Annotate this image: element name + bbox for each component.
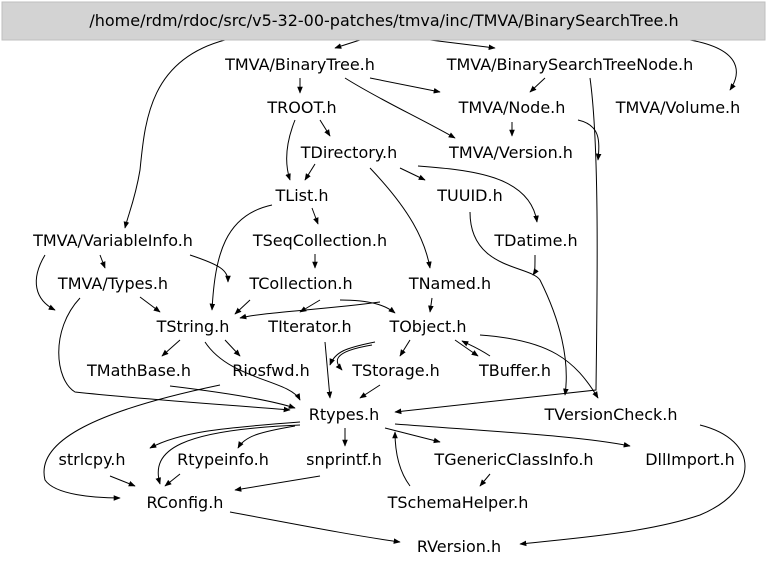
- node-bst-node[interactable]: TMVA/BinarySearchTreeNode.h: [446, 55, 694, 74]
- edge-versioncheck-rversion: [519, 424, 746, 547]
- node-tschemahelper[interactable]: TSchemaHelper.h: [387, 493, 529, 512]
- edge-troot-tlist: [285, 119, 296, 181]
- node-tmva-volume[interactable]: TMVA/Volume.h: [615, 98, 741, 117]
- edge-root-variableinfo: [123, 39, 226, 229]
- edge-titerator-rtypes: [324, 341, 333, 399]
- node-tmva-node[interactable]: TMVA/Node.h: [458, 98, 566, 117]
- edge-tnamed-tobject: [428, 297, 434, 313]
- edge-troot-tdirectory: [319, 119, 331, 137]
- node-root[interactable]: /home/rdm/rdoc/src/v5-32-00-patches/tmva…: [89, 11, 678, 30]
- edge-tstring-tmathbase: [161, 339, 181, 357]
- node-tversioncheck[interactable]: TVersionCheck.h: [543, 405, 677, 424]
- edge-root-bstnode: [429, 39, 496, 51]
- edge-tobject-tbuffer: [454, 339, 479, 357]
- edge-tdatime-rtypes: [532, 254, 539, 276]
- node-rconfig[interactable]: RConfig.h: [147, 493, 224, 512]
- node-variable-info[interactable]: TMVA/VariableInfo.h: [32, 231, 193, 250]
- edge-tdirectory-tuuid: [399, 167, 426, 181]
- edge-rtypes-tgci: [384, 427, 441, 444]
- edge-tstring-rtypes: [204, 341, 301, 401]
- node-tbuffer[interactable]: TBuffer.h: [478, 361, 551, 380]
- edge-tstring-riosfwd: [224, 339, 241, 357]
- edge-rtypes-rconfig: [155, 424, 301, 485]
- root-node-box: [1, 1, 766, 41]
- edges: [35, 39, 746, 547]
- node-tmva-types[interactable]: TMVA/Types.h: [57, 274, 168, 293]
- node-tgenericclassinfo[interactable]: TGenericClassInfo.h: [433, 450, 593, 469]
- edge-binarytree-version: [344, 77, 456, 139]
- edge-root-volume: [689, 39, 737, 91]
- edge-tlist-tseq: [311, 207, 319, 225]
- node-tlist[interactable]: TList.h: [275, 186, 329, 205]
- edge-types-tstring: [139, 296, 161, 313]
- edge-tobject-tstorage: [399, 339, 411, 357]
- edge-tgci-tschema: [479, 473, 491, 487]
- edge-bstnode-node: [529, 77, 546, 93]
- node-riosfwd[interactable]: Riosfwd.h: [232, 361, 310, 380]
- node-tmva-version[interactable]: TMVA/Version.h: [448, 143, 573, 162]
- edge-binarytree-node: [369, 77, 441, 94]
- node-binary-tree[interactable]: TMVA/BinaryTree.h: [224, 55, 375, 74]
- edge-volume-rtypes: [577, 119, 602, 161]
- edge-types-rtypes: [58, 297, 291, 413]
- edge-rtypeinfo-rconfig: [164, 473, 181, 487]
- node-tobject[interactable]: TObject.h: [388, 317, 466, 336]
- edge-tdirectory-tnamed: [369, 167, 432, 269]
- edge-root-binarytree: [334, 39, 361, 49]
- edge-riosfwd-rconfig: [43, 384, 221, 501]
- node-strlcpy[interactable]: strlcpy.h: [59, 450, 126, 469]
- edge-tbuffer-tobject: [461, 340, 491, 357]
- node-troot[interactable]: TROOT.h: [266, 98, 336, 117]
- node-tuuid[interactable]: TUUID.h: [436, 186, 502, 205]
- edge-tschema-rtypes: [392, 431, 411, 487]
- node-tnamed[interactable]: TNamed.h: [408, 274, 491, 293]
- nodes: /home/rdm/rdoc/src/v5-32-00-patches/tmva…: [32, 11, 740, 556]
- edge-tdirectory-tdatime: [417, 165, 539, 223]
- node-tdirectory[interactable]: TDirectory.h: [300, 143, 397, 162]
- edge-rconfig-rversion: [229, 511, 401, 544]
- edge-rtypes-rtypeinfo: [237, 425, 296, 449]
- node-tmathbase[interactable]: TMathBase.h: [86, 361, 191, 380]
- edge-strlcpy-rconfig: [109, 475, 136, 487]
- node-snprintf[interactable]: snprintf.h: [306, 450, 382, 469]
- edge-varinfo-types: [99, 254, 106, 269]
- node-tstorage[interactable]: TStorage.h: [351, 361, 440, 380]
- edge-tuuid-rtypes: [469, 211, 569, 396]
- edge-tcollection-tobject: [339, 299, 396, 314]
- node-rtypeinfo[interactable]: Rtypeinfo.h: [177, 450, 269, 469]
- edge-bstnode-rtypes: [394, 77, 598, 415]
- node-titerator[interactable]: TIterator.h: [267, 317, 351, 336]
- edge-tnamed-tstring: [239, 301, 381, 320]
- edge-tlist-tstring: [209, 204, 273, 311]
- edge-snprintf-rconfig: [234, 475, 321, 492]
- node-rtypes[interactable]: Rtypes.h: [309, 405, 379, 424]
- node-rversion[interactable]: RVersion.h: [417, 537, 501, 556]
- edge-tobject-rtypes: [335, 344, 373, 371]
- edge-tobject-riosfwd: [329, 341, 376, 366]
- edge-tmathbase-rtypes: [169, 385, 296, 409]
- edge-varinfo-tstring: [189, 254, 231, 283]
- edge-rtypes-dllimport: [394, 423, 631, 448]
- node-dllimport[interactable]: DllImport.h: [645, 450, 735, 469]
- node-tstring[interactable]: TString.h: [156, 317, 230, 336]
- node-tcollection[interactable]: TCollection.h: [248, 274, 352, 293]
- edge-varinfo-rtypes: [35, 254, 56, 311]
- edge-tcollection-tstring: [234, 299, 251, 315]
- node-tseqcollection[interactable]: TSeqCollection.h: [252, 231, 387, 250]
- edge-rtypes-strlcpy: [149, 421, 301, 449]
- edge-tstorage-rtypes: [359, 384, 381, 399]
- edge-tobject-versioncheck: [479, 334, 599, 399]
- edge-tdirectory-tlist: [304, 163, 316, 181]
- node-tdatime[interactable]: TDatime.h: [493, 231, 577, 250]
